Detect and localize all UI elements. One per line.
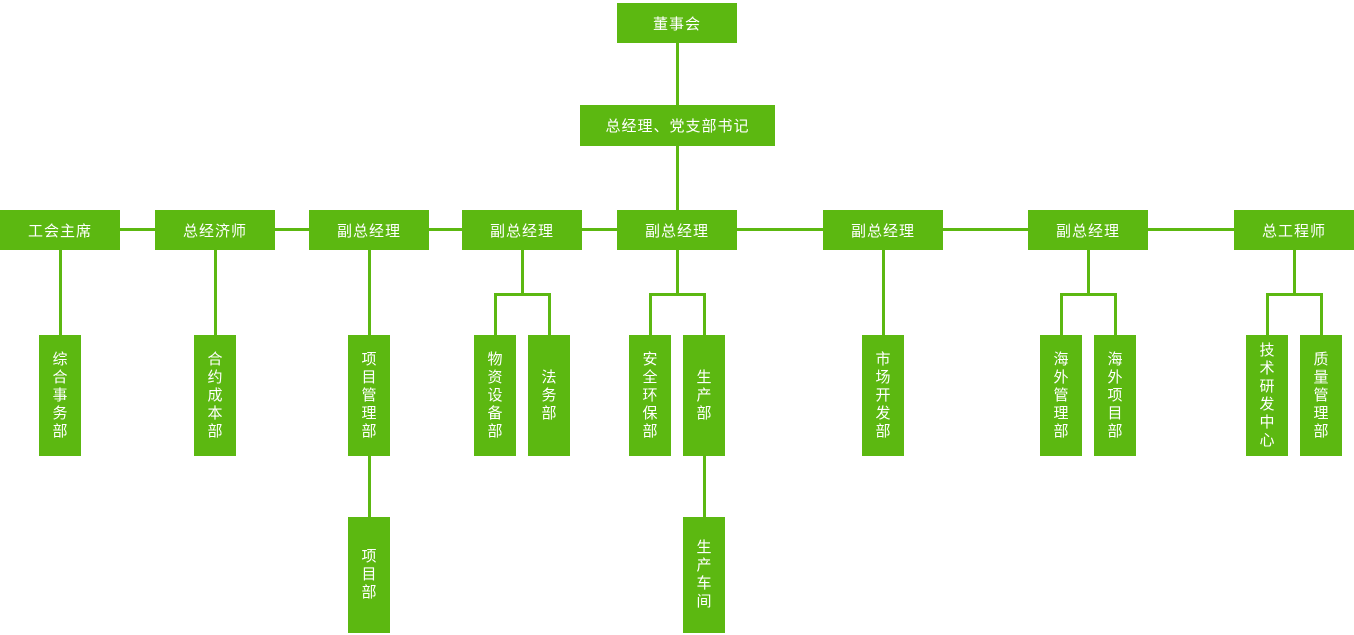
node-label: 副总经理 <box>850 221 915 240</box>
dept-tech-rd-center: 技术研发中心 <box>1246 335 1288 456</box>
connector-production-workshop <box>703 456 706 517</box>
node-general-manager-party-secretary: 总经理、党支部书记 <box>580 105 775 146</box>
dept-quality-management: 质量管理部 <box>1300 335 1342 456</box>
node-label: 项目部 <box>359 548 378 602</box>
connector-dgm3-rail <box>649 293 706 296</box>
connector-dgm5-right-drop <box>1114 293 1117 335</box>
node-board-of-directors: 董事会 <box>617 3 737 43</box>
node-label: 副总经理 <box>644 221 709 240</box>
node-label: 海外项目部 <box>1105 350 1124 441</box>
connector-board-gm <box>676 43 679 105</box>
connector-engineer-stem <box>1293 250 1296 296</box>
node-deputy-gm-2: 副总经理 <box>462 210 582 250</box>
dept-overseas-project: 海外项目部 <box>1094 335 1136 456</box>
connector-dgm5-left-drop <box>1060 293 1063 335</box>
dept-overseas-management: 海外管理部 <box>1040 335 1082 456</box>
connector-engineer-right-drop <box>1320 293 1323 335</box>
dept-project-office: 项目部 <box>348 517 390 633</box>
node-label: 董事会 <box>652 14 701 33</box>
node-chief-engineer: 总工程师 <box>1234 210 1354 250</box>
dept-contract-cost: 合约成本部 <box>194 335 236 456</box>
connector-economist-dept <box>214 250 217 335</box>
dept-market-development: 市场开发部 <box>862 335 904 456</box>
node-label: 物资设备部 <box>485 350 504 441</box>
dept-production-workshop: 生产车间 <box>683 517 725 633</box>
node-label: 质量管理部 <box>1311 350 1330 441</box>
connector-dgm5-stem <box>1087 250 1090 296</box>
node-label: 市场开发部 <box>873 350 892 441</box>
connector-dgm2-right-drop <box>548 293 551 335</box>
connector-gm-row3 <box>676 146 679 210</box>
node-deputy-gm-4: 副总经理 <box>823 210 943 250</box>
connector-dgm1-dept <box>368 250 371 335</box>
node-label: 总经济师 <box>182 221 247 240</box>
node-label: 法务部 <box>539 368 558 423</box>
node-deputy-gm-5: 副总经理 <box>1028 210 1148 250</box>
node-label: 副总经理 <box>1055 221 1120 240</box>
connector-dgm2-left-drop <box>494 293 497 335</box>
node-label: 项目管理部 <box>359 350 378 441</box>
node-label: 综合事务部 <box>50 350 69 441</box>
connector-engineer-left-drop <box>1266 293 1269 335</box>
node-label: 副总经理 <box>489 221 554 240</box>
node-label: 副总经理 <box>336 221 401 240</box>
node-union-chairman: 工会主席 <box>0 210 120 250</box>
node-label: 海外管理部 <box>1051 350 1070 441</box>
connector-dgm3-stem <box>676 250 679 296</box>
dept-safety-environment: 安全环保部 <box>629 335 671 456</box>
node-label: 总经理、党支部书记 <box>605 117 750 135</box>
dept-production: 生产部 <box>683 335 725 456</box>
connector-union-dept <box>59 250 62 335</box>
node-label: 合约成本部 <box>205 350 224 441</box>
node-label: 工会主席 <box>27 221 92 240</box>
connector-dgm4-dept <box>882 250 885 335</box>
node-label: 生产部 <box>694 368 713 423</box>
node-label: 生产车间 <box>694 539 713 611</box>
node-deputy-gm-3: 副总经理 <box>617 210 737 250</box>
node-label: 总工程师 <box>1261 221 1326 240</box>
node-deputy-gm-1: 副总经理 <box>309 210 429 250</box>
node-chief-economist: 总经济师 <box>155 210 275 250</box>
connector-dgm3-left-drop <box>649 293 652 335</box>
connector-dgm3-right-drop <box>703 293 706 335</box>
dept-project-management: 项目管理部 <box>348 335 390 456</box>
node-label: 技术研发中心 <box>1257 341 1276 450</box>
dept-materials-equipment: 物资设备部 <box>474 335 516 456</box>
node-label: 安全环保部 <box>640 350 659 441</box>
dept-legal-affairs: 法务部 <box>528 335 570 456</box>
dept-general-affairs: 综合事务部 <box>39 335 81 456</box>
connector-projectmgmt-projectdept <box>368 456 371 517</box>
connector-dgm2-stem <box>521 250 524 296</box>
connector-engineer-rail <box>1266 293 1323 296</box>
connector-dgm2-rail <box>494 293 551 296</box>
connector-dgm5-rail <box>1060 293 1117 296</box>
